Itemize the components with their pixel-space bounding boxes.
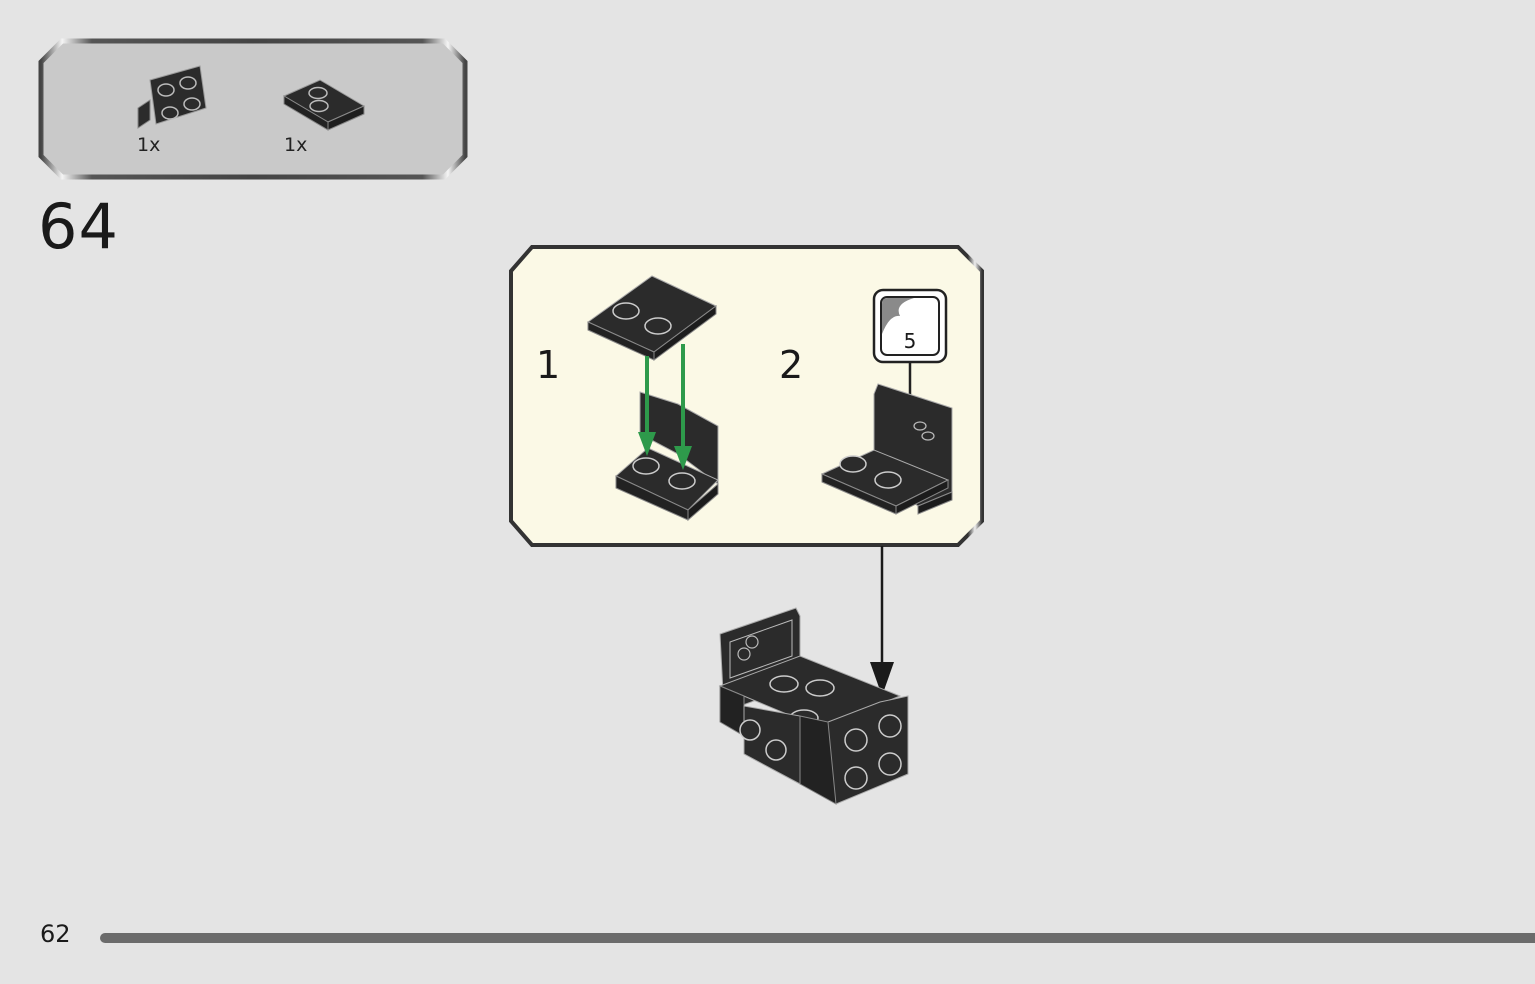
sub-assembly-callout (509, 245, 984, 547)
part-quantity: 1x (284, 134, 308, 156)
bracket-1x2-2x2-icon (615, 391, 719, 522)
footer-bar (100, 933, 1535, 943)
sub-step-number: 1 (536, 343, 561, 387)
plate-2x2-corner-icon (587, 275, 717, 361)
sub-step-number: 2 (779, 343, 804, 387)
sub-assembly-result (820, 383, 953, 515)
sticker-icon (729, 619, 793, 679)
parts-list-box (38, 38, 468, 180)
page-number: 62 (40, 920, 71, 948)
connector-arrow (870, 546, 894, 696)
main-assembly (718, 546, 909, 805)
placement-arrow (638, 344, 692, 470)
sticker-number: 5 (903, 329, 917, 353)
bracket-1x2-2x2-icon (137, 65, 207, 129)
part-quantity: 1x (137, 134, 161, 156)
sticker-callout (872, 288, 948, 415)
plate-2x2-corner-icon (282, 79, 366, 131)
step-number: 64 (38, 190, 119, 263)
